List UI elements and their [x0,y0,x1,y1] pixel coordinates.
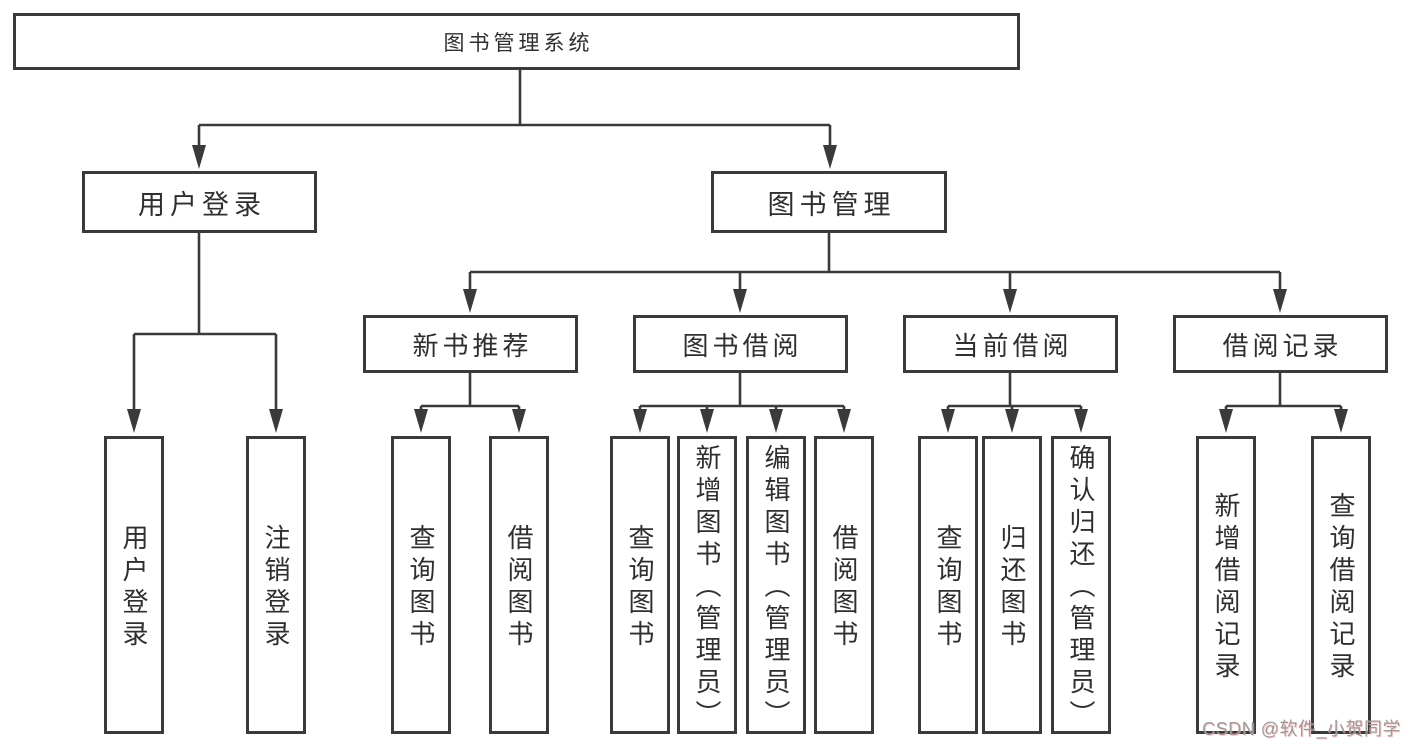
arrowhead [269,409,283,433]
node-recommend-query-books: 查询图书 [391,436,451,734]
arrowhead [769,409,783,433]
connector-user-login-children [127,233,283,433]
node-book-borrowing: 图书借阅 [633,315,848,373]
node-borrow-borrow-books: 借阅图书 [814,436,874,734]
arrowhead [941,409,955,433]
arrowhead [837,409,851,433]
node-current-query-books: 查询图书 [918,436,978,734]
arrowhead [823,145,837,169]
arrowhead [1273,289,1287,313]
node-borrow-edit-book-admin: 编辑图书（管理员） [746,436,806,734]
connector-book-management-children [463,233,1287,313]
arrowhead [633,409,647,433]
node-user-login: 用户登录 [82,171,317,233]
arrowhead [733,289,747,313]
arrowhead [1005,409,1019,433]
arrowhead [414,409,428,433]
node-book-management: 图书管理 [711,171,947,233]
connector-current-borrowing-children [941,373,1088,433]
node-new-book-recommendation: 新书推荐 [363,315,578,373]
node-library-management-system: 图书管理系统 [13,13,1020,70]
node-current-return-books: 归还图书 [982,436,1042,734]
node-current-confirm-return-admin: 确认归还（管理员） [1051,436,1111,734]
arrowhead [1074,409,1088,433]
arrowhead [192,145,206,169]
arrowhead [1003,289,1017,313]
csdn-watermark: CSDN @软件_小贺同学 [1202,719,1401,739]
node-records-add-record: 新增借阅记录 [1196,436,1256,734]
arrowhead [700,409,714,433]
node-leaf-logout: 注销登录 [246,436,306,734]
node-recommend-borrow-books: 借阅图书 [489,436,549,734]
connector-root-to-level2 [192,70,837,169]
node-records-query-record: 查询借阅记录 [1311,436,1371,734]
node-borrow-add-book-admin: 新增图书（管理员） [677,436,737,734]
arrowhead [463,289,477,313]
node-borrowing-records: 借阅记录 [1173,315,1388,373]
connector-records-children [1219,373,1348,433]
connector-book-borrowing-children [633,373,851,433]
arrowhead [1219,409,1233,433]
connector-new-book-children [414,373,526,433]
node-leaf-user-login: 用户登录 [104,436,164,734]
node-current-borrowing: 当前借阅 [903,315,1118,373]
node-borrow-query-books: 查询图书 [610,436,670,734]
arrowhead [512,409,526,433]
arrowhead [1334,409,1348,433]
arrowhead [127,409,141,433]
